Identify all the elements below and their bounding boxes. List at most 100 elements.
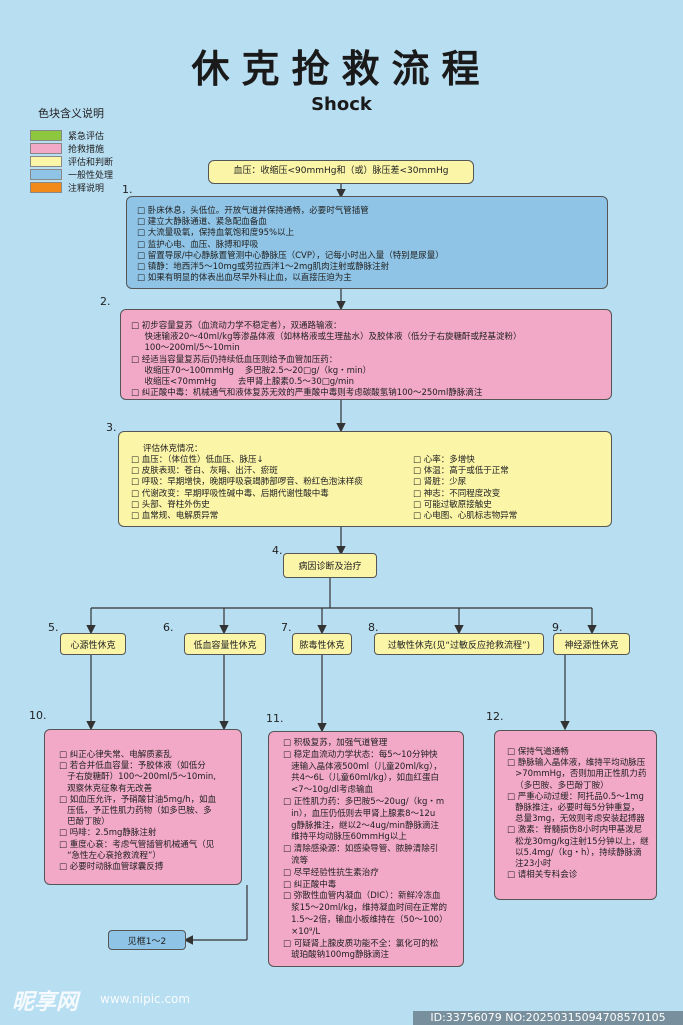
list-item: □ 弥散性血管内凝血（DIC）：新鲜冷冻血 [283, 891, 441, 902]
list-item: □ 头部、脊柱外伤史 [131, 499, 210, 510]
list-item: 巴酚丁胺） [59, 817, 110, 828]
list-item: □ 保持气道通畅 [507, 747, 569, 757]
list-item: □ 尽早经验性抗生素治疗 [283, 867, 379, 878]
diagnosis-box: 病因诊断及治疗 [283, 553, 377, 578]
step-number: 12. [486, 710, 504, 723]
legend-item: 一般性处理 [30, 169, 114, 181]
list-item: 共4～6L（儿童60ml/kg），如血红蛋白 [283, 773, 440, 784]
general-care-box: □ 卧床休息，头低位。开放气道并保持通畅，必要时气管插管□ 建立大静脉通道、紧急… [126, 196, 608, 289]
hypovolemic-shock-box: 低血容量性休克 [184, 633, 266, 655]
list-item: □ 心率：多增快 [413, 455, 475, 465]
legend-swatch [30, 130, 62, 141]
list-item: g静脉推注，继以2～4ug/min静脉滴注 [283, 820, 439, 831]
legend-label: 注释说明 [68, 184, 105, 194]
list-item: □ 留置导尿/中心静脉置管测中心静脉压（CVP），记每小时出入量（特别是尿量） [137, 250, 444, 261]
step-number: 5. [48, 621, 59, 634]
list-item: 子右旋糖酐）100～200ml/5～10min, [59, 772, 217, 783]
list-item: □ 神志：不同程度改变 [413, 488, 501, 499]
assessment-left-list: □ 血压：（体位性）低血压、脉压↓□ 皮肤表现：苍白、灰暗、出汗、瘀斑□ 呼吸：… [131, 455, 363, 522]
watermark-brand: 昵享网 [12, 990, 79, 1015]
step-number: 9. [552, 621, 563, 634]
list-item: 总量3mg，无效则考虑安装起搏器 [507, 814, 645, 825]
neurogenic-treatment-box: □ 保持气道通畅□ 静脉输入晶体液，维持平均动脉压 >70mmHg，否则加用正性… [494, 730, 657, 900]
legend-swatch [30, 156, 62, 167]
list-item: □ 严重心动过缓：阿托品0.5～1mg [507, 791, 644, 802]
legend-label: 紧急评估 [68, 132, 105, 142]
step-number: 2. [100, 295, 111, 308]
list-item: □ 重度心衰：考虑气管插管机械通气（见 [59, 839, 215, 850]
list-item: □ 若合并低血容量：予胶体液（如低分 [59, 761, 206, 772]
list-item: □ 代谢改变：早期呼吸性碱中毒、后期代谢性酸中毒 [131, 488, 329, 499]
list-item: □ 血常规、电解质异常 [131, 511, 219, 522]
page-subtitle: Shock [311, 94, 372, 115]
list-item: □ 监护心电、血压、脉搏和呼吸 [137, 239, 259, 250]
cardiogenic-treatment-box: □ 纠正心律失常、电解质紊乱□ 若合并低血容量：予胶体液（如低分 子右旋糖酐）1… [44, 729, 242, 885]
legend-item: 评估和判断 [30, 156, 113, 168]
list-item: 以5.4mg/（kg・h），持续静脉滴 [507, 847, 642, 858]
list-item: □ 可能过敏原接触史 [413, 499, 492, 510]
list-item: 浆15～20ml/kg，维持凝血时间在正常的 [283, 903, 448, 914]
resuscitation-box: □ 初步容量复苏（血流动力学不稳定者），双通路输液： 快速输液20～40ml/k… [120, 309, 612, 400]
step-number: 11. [266, 712, 284, 725]
list-item: 收缩压<70mmHg 去甲肾上腺素0.5～30□g/min [131, 377, 355, 388]
list-item: □ 清除感染源：如感染导管、脓肿清除引 [283, 844, 439, 855]
assessment-header: 评估休克情况： [143, 444, 203, 454]
list-item: in），血压仍低则去甲肾上腺素8～12u [283, 808, 436, 819]
legend-swatch [30, 182, 62, 193]
list-item: □ 纠正心律失常、电解质紊乱 [59, 750, 172, 760]
list-item: □ 如果有明显的体表出血尽早外科止血，以直接压迫为主 [137, 273, 352, 284]
list-item: 静脉推注，必要时每5分钟重复， [507, 803, 640, 814]
list-item: 注23小时 [507, 859, 552, 870]
assessment-box: 评估休克情况： □ 血压：（体位性）低血压、脉压↓□ 皮肤表现：苍白、灰暗、出汗… [118, 431, 612, 527]
list-item: □ 大流量吸氧，保持血氧饱和度95%以上 [137, 228, 295, 239]
list-item: （多巴胺、多巴酚丁胺） [507, 780, 609, 791]
list-item: □ 纠正酸中毒 [283, 879, 337, 890]
list-item: 维持平均动脉压60mmHg以上 [283, 832, 407, 843]
septic-shock-box: 脓毒性休克 [292, 633, 352, 655]
list-item: □ 建立大静脉通道、紧急配血备血 [137, 217, 267, 228]
list-item: □ 心电图、心肌标志物异常 [413, 511, 518, 522]
septic-treatment-list: □ 积极复苏，加强气道管理□ 稳定血流动力学状态：每5～10分钟快 速输入晶体液… [283, 738, 463, 962]
list-item: 速输入晶体液500ml（儿童20ml/kg）， [283, 761, 442, 772]
bp-criteria-box: 血压：收缩压<90mmHg和（或）脉压差<30mmHg [208, 160, 474, 184]
legend-swatch [30, 143, 62, 154]
anaphylactic-shock-box: 过敏性休克(见“过敏反应抢救流程”) [374, 633, 544, 655]
legend-label: 一般性处理 [68, 171, 114, 181]
list-item: 快速输液20～40ml/kg等渗晶体液（如林格液或生理盐水）及胶体液（低分子右旋… [131, 332, 522, 343]
list-item: ×10⁹/L [283, 926, 321, 937]
list-item: □ 呼吸：早期增快，晚期呼吸衰竭肺部啰音、粉红色泡沫样痰 [131, 477, 363, 488]
list-item: 松龙30mg/kg注射15分钟以上，继 [507, 836, 649, 847]
list-item: □ 体温：高于或低于正常 [413, 466, 509, 477]
legend-title: 色块含义说明 [38, 107, 104, 120]
step-number: 3. [106, 421, 117, 434]
legend-label: 抢救措施 [68, 145, 105, 155]
step-number: 8. [368, 621, 379, 634]
list-item: >70mmHg，否则加用正性肌力药 [507, 769, 647, 780]
cardiogenic-shock-box: 心源性休克 [60, 633, 126, 655]
page-title: 休克抢救流程 [191, 47, 492, 91]
list-item: □ 稳定血流动力学状态：每5～10分钟快 [283, 749, 438, 760]
list-item: □ 可疑肾上腺皮质功能不全：氯化可的松 [283, 938, 439, 949]
list-item: □ 请相关专科会诊 [507, 870, 578, 881]
list-item: □ 皮肤表现：苍白、灰暗、出汗、瘀斑 [131, 466, 278, 477]
list-item: “急性左心衰抢救流程”） [59, 850, 161, 861]
list-item: 1.5～2倍，输血小板维持在（50～100） [283, 914, 448, 925]
list-item: □ 吗啡：2.5mg静脉注射 [59, 828, 157, 839]
neurogenic-treatment-list: □ 保持气道通畅□ 静脉输入晶体液，维持平均动脉压 >70mmHg，否则加用正性… [507, 747, 656, 881]
list-item: 观察休克征象有无改善 [59, 783, 153, 794]
list-item: □ 卧床休息，头低位。开放气道并保持通畅，必要时气管插管 [137, 206, 369, 216]
list-item: □ 激素：脊髓损伤8小时内甲基泼尼 [507, 825, 643, 836]
list-item: □ 肾脏：少尿 [413, 477, 467, 488]
watermark-id: ID:33756079 NO:20250315094708570105 [413, 1011, 683, 1025]
neurogenic-shock-box: 神经源性休克 [553, 633, 630, 655]
list-item: 收缩压70～100mmHg 多巴胺2.5～20□g/（kg・min） [131, 365, 372, 376]
assessment-right-list: □ 心率：多增快□ 体温：高于或低于正常□ 肾脏：少尿□ 神志：不同程度改变□ … [413, 455, 517, 522]
list-item: □ 经适当容量复苏后仍持续低血压则给予血管加压药： [131, 354, 338, 365]
legend-item: 注释说明 [30, 182, 105, 194]
septic-treatment-box: □ 积极复苏，加强气道管理□ 稳定血流动力学状态：每5～10分钟快 速输入晶体液… [268, 731, 464, 967]
step-number: 6. [163, 621, 174, 634]
list-item: 压低，予正性肌力药物（如多巴胺、多 [59, 806, 212, 817]
see-box-1-2: 见框1～2 [108, 930, 186, 950]
legend-swatch [30, 169, 62, 180]
list-item: 流等 [283, 855, 309, 866]
